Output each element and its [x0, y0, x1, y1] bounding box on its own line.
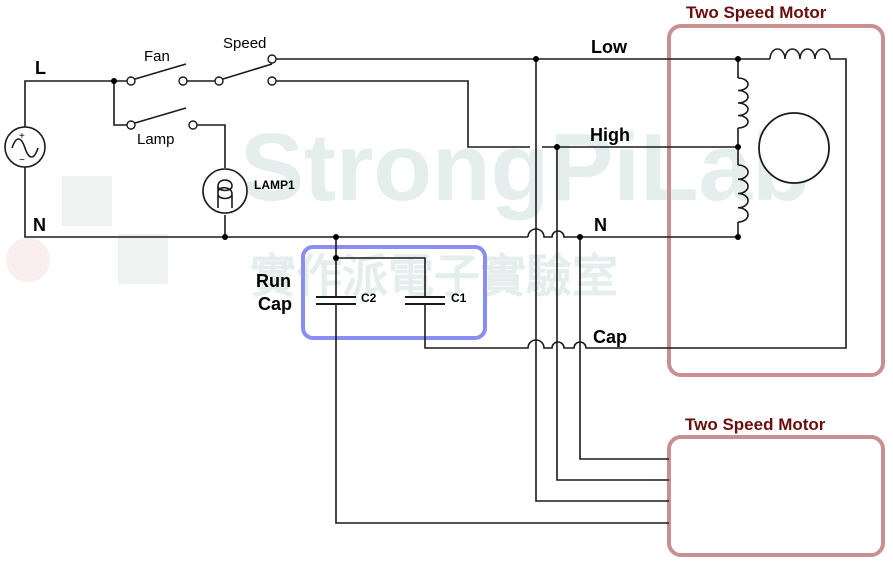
label-high: High: [590, 125, 630, 145]
labels: L N N Fan Speed Lamp LAMP1 Low High Cap …: [33, 35, 630, 347]
switch-blade: [134, 63, 187, 80]
junction-dot: [333, 234, 339, 240]
label-line: L: [35, 58, 46, 78]
wire-cap: [424, 58, 847, 349]
motor-top-title: Two Speed Motor: [686, 3, 827, 22]
label-run-cap: Cap: [258, 294, 292, 314]
label-c1: C1: [451, 291, 467, 305]
switch-blade: [222, 63, 273, 80]
label-lamp1: LAMP1: [254, 178, 295, 192]
label-fan: Fan: [144, 48, 170, 65]
motor-coil-low-icon: [737, 164, 749, 223]
label-c2: C2: [361, 291, 377, 305]
sine-wave-icon: [11, 138, 39, 158]
ac-minus-sign: −: [19, 155, 25, 166]
ac-plus-sign: +: [19, 131, 25, 142]
motor-bottom-frame: [667, 435, 885, 557]
junctions: [111, 56, 741, 261]
watermark: StrongPiLab 實作派電子實驗室: [6, 114, 811, 302]
motor-coil-horizontal-icon: [769, 48, 831, 60]
switch-contact: [188, 120, 198, 130]
label-run: Run: [256, 271, 291, 291]
junction-dot: [222, 234, 228, 240]
watermark-block: [62, 176, 112, 226]
wires: [24, 58, 847, 524]
watermark-text: StrongPiLab: [240, 114, 811, 221]
switch-contact: [178, 76, 188, 86]
motor-rotor-icon: [758, 112, 830, 184]
label-neutral-left: N: [33, 215, 46, 235]
wire-tap-cap: [335, 304, 669, 524]
motor-coils: [737, 48, 831, 223]
switch-contact: [267, 54, 277, 64]
switch-contact: [214, 76, 224, 86]
capacitor-c2: [316, 296, 356, 305]
wire-c1-top: [336, 257, 426, 297]
junction-dot: [554, 144, 560, 150]
junction-dot: [111, 78, 117, 84]
motor-top-frame: [667, 24, 885, 377]
switch-contact: [126, 76, 136, 86]
junction-dot: [735, 234, 741, 240]
switch-blade: [134, 107, 187, 124]
motor-bottom-title: Two Speed Motor: [685, 415, 826, 434]
label-neutral-right: N: [594, 215, 607, 235]
wire-lamp-feed: [197, 124, 226, 168]
wire-line: [24, 80, 127, 127]
lamp-switch: [126, 107, 198, 130]
lamp-bulb: [202, 168, 248, 214]
ac-source: + −: [4, 126, 46, 168]
wire-tap-high: [556, 147, 669, 481]
capacitor-c1: [405, 296, 445, 305]
label-low: Low: [591, 37, 628, 57]
junction-dot: [735, 56, 741, 62]
watermark-dot: [6, 238, 50, 282]
switch-contact: [267, 76, 277, 86]
wire-lamp-branch: [113, 81, 127, 126]
wire-neutral: [24, 167, 528, 238]
motor-coil-high-icon: [737, 77, 749, 129]
junction-dot: [533, 56, 539, 62]
wire-tap-neutral: [579, 237, 669, 460]
switch-contact: [126, 120, 136, 130]
junction-dot: [735, 144, 741, 150]
speed-switch: [214, 54, 277, 86]
lamp-filament-icon: [217, 179, 233, 208]
fan-switch: [126, 63, 188, 86]
wire-tap-low: [535, 59, 669, 502]
watermark-subtext: 實作派電子實驗室: [250, 250, 618, 302]
junction-dot: [333, 255, 339, 261]
label-speed: Speed: [223, 35, 266, 52]
watermark-block: [118, 234, 168, 284]
label-cap: Cap: [593, 327, 627, 347]
junction-dot: [577, 234, 583, 240]
wire-neutral-right: [527, 228, 738, 238]
label-lamp: Lamp: [137, 131, 175, 148]
wire-high-a: [276, 80, 530, 148]
run-cap-highlight: [301, 245, 487, 340]
